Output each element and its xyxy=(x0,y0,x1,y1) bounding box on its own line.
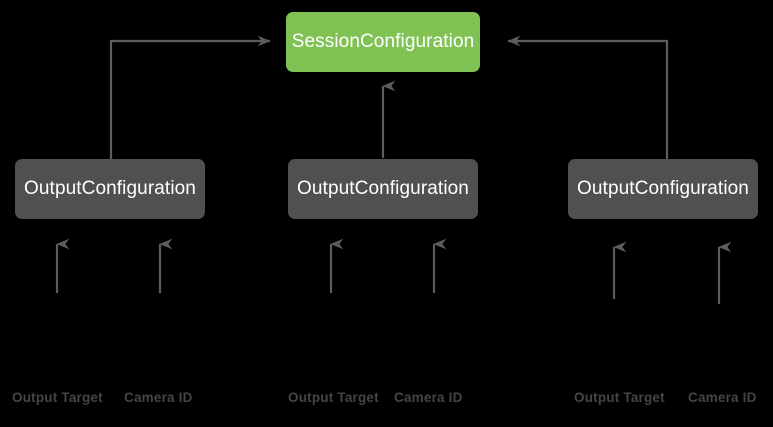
leaf-label-left-output-target: Output Target xyxy=(12,390,103,405)
node-output-configuration-left-label: OutputConfiguration xyxy=(24,178,196,199)
node-session-configuration-label: SessionConfiguration xyxy=(291,31,475,52)
edge-left-output-to-session xyxy=(109,35,271,159)
edge-right-output-to-session xyxy=(507,35,669,159)
leaf-label-right-output-target: Output Target xyxy=(574,390,665,405)
node-output-configuration-middle[interactable]: OutputConfiguration xyxy=(288,159,478,219)
leaf-label-left-camera-id: Camera ID xyxy=(124,390,193,405)
node-output-configuration-right[interactable]: OutputConfiguration xyxy=(568,159,758,219)
leaf-label-right-camera-id: Camera ID xyxy=(688,390,757,405)
node-output-configuration-left[interactable]: OutputConfiguration xyxy=(15,159,205,219)
leaf-label-middle-output-target: Output Target xyxy=(288,390,379,405)
leaf-label-middle-camera-id: Camera ID xyxy=(394,390,463,405)
node-session-configuration[interactable]: SessionConfiguration xyxy=(286,12,480,72)
node-output-configuration-right-label: OutputConfiguration xyxy=(577,178,749,199)
node-output-configuration-middle-label: OutputConfiguration xyxy=(297,178,469,199)
